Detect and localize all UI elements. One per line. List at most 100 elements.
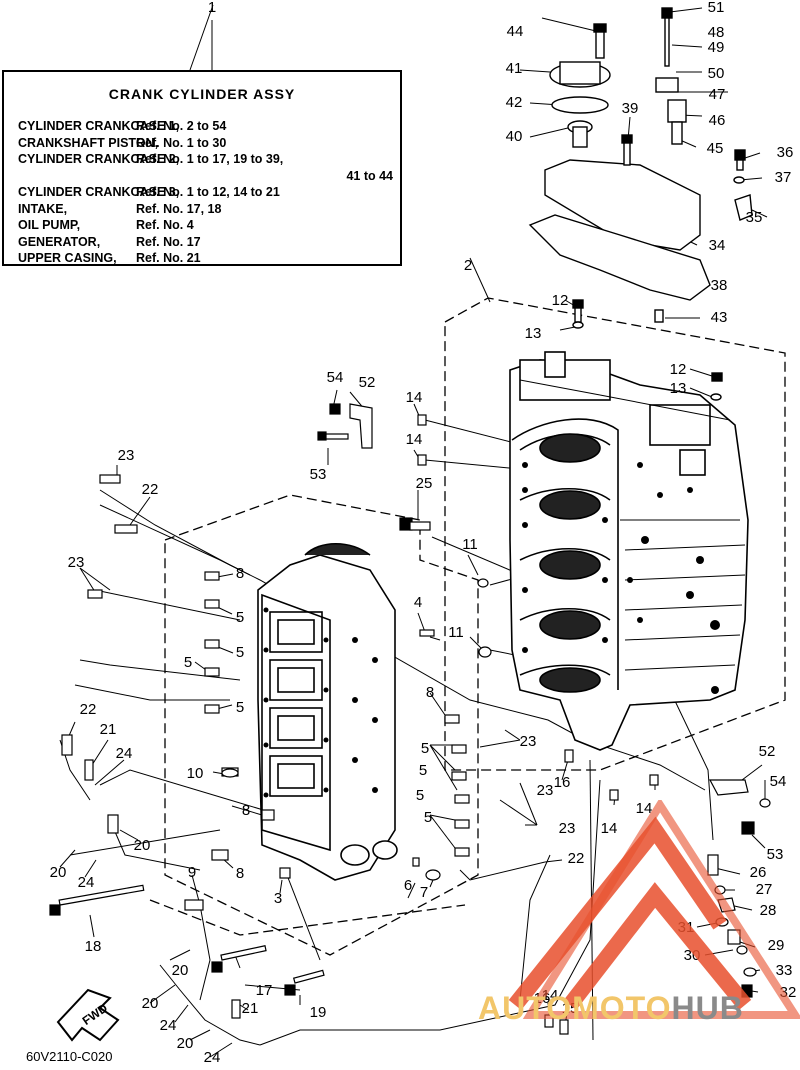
- callout-30: 30: [684, 947, 701, 964]
- ref-values: Ref. No. 2 to 54: [136, 119, 227, 133]
- callout-27: 27: [756, 881, 773, 898]
- callout-13: 13: [525, 325, 542, 342]
- fwd-arrow: FWD: [56, 988, 120, 1042]
- callout-5: 5: [424, 809, 432, 826]
- ref-row: CYLINDER CRANKCASE 3,Ref. No. 1 to 12, 1…: [18, 184, 403, 201]
- callout-23: 23: [537, 782, 554, 799]
- callout-16: 16: [554, 774, 571, 791]
- callout-9: 9: [188, 864, 196, 881]
- cylinder-group-outline: [149, 494, 479, 956]
- callout-5: 5: [236, 644, 244, 661]
- callout-14: 14: [406, 389, 423, 406]
- callout-20: 20: [134, 837, 151, 854]
- callout-18: 18: [85, 938, 102, 955]
- callout-23: 23: [520, 733, 537, 750]
- ref-row: UPPER CASING,Ref. No. 21: [18, 250, 403, 267]
- callout-5: 5: [236, 609, 244, 626]
- callout-11: 11: [462, 536, 478, 553]
- callout-41: 41: [506, 60, 523, 77]
- callout-24: 24: [204, 1049, 221, 1066]
- callout-20: 20: [177, 1035, 194, 1052]
- callout-34: 34: [709, 237, 726, 254]
- ref-label: OIL PUMP,: [18, 218, 81, 232]
- diagram-code: 60V2110-C020: [26, 1049, 113, 1064]
- upper-cover-parts: [528, 7, 753, 401]
- callout-40: 40: [506, 128, 523, 145]
- callout-5: 5: [236, 699, 244, 716]
- ref-label: CYLINDER CRANKCASE 1,: [18, 119, 180, 133]
- callout-47: 47: [709, 86, 726, 103]
- callout-49: 49: [708, 39, 725, 56]
- callout-25: 25: [416, 475, 433, 492]
- ref-row: CYLINDER CRANKCASE 1,Ref. No. 2 to 54: [18, 118, 403, 135]
- callout-36: 36: [777, 144, 794, 161]
- callout-4: 4: [414, 594, 422, 611]
- callout-5: 5: [184, 654, 192, 671]
- callout-50: 50: [708, 65, 725, 82]
- callout-28: 28: [760, 902, 777, 919]
- callout-3: 3: [274, 890, 282, 907]
- callout-8: 8: [426, 684, 434, 701]
- callout-12: 12: [552, 292, 569, 309]
- callout-52: 52: [359, 374, 376, 391]
- ref-values: Ref. No. 4: [136, 218, 194, 232]
- callout-45: 45: [707, 140, 724, 157]
- assembly-info-box: CRANK CYLINDER ASSY CYLINDER CRANKCASE 1…: [2, 70, 402, 266]
- callout-11: 11: [448, 624, 464, 641]
- ref-values: Ref. No. 1 to 12, 14 to 21: [136, 185, 280, 199]
- callout-44: 44: [507, 23, 524, 40]
- callout-52: 52: [759, 743, 776, 760]
- callout-20: 20: [142, 995, 159, 1012]
- callout-35: 35: [746, 209, 763, 226]
- callout-39: 39: [622, 100, 639, 117]
- assembly-ref-list: CYLINDER CRANKCASE 1,Ref. No. 2 to 54 CR…: [18, 118, 403, 267]
- callout-22: 22: [568, 850, 585, 867]
- callout-53: 53: [310, 466, 327, 483]
- callout-2: 2: [464, 257, 472, 274]
- callout-53: 53: [767, 846, 784, 863]
- callout-24: 24: [160, 1017, 177, 1034]
- ref-label: [18, 168, 136, 185]
- callout-14: 14: [636, 800, 653, 817]
- callout-29: 29: [768, 937, 785, 954]
- ref-row: GENERATOR,Ref. No. 17: [18, 234, 403, 251]
- callout-23: 23: [559, 820, 576, 837]
- callout-8: 8: [242, 802, 250, 819]
- callout-37: 37: [775, 169, 792, 186]
- callout-33: 33: [776, 962, 793, 979]
- callout-10: 10: [187, 765, 204, 782]
- callout-46: 46: [709, 112, 726, 129]
- ref-values: Ref. No. 17, 18: [136, 201, 222, 216]
- callout-24: 24: [78, 874, 95, 891]
- callout-5: 5: [416, 787, 424, 804]
- callout-5: 5: [421, 740, 429, 757]
- ref-values: Ref. No. 1 to 17, 19 to 39,: [136, 152, 284, 166]
- leader-lines: [59, 4, 768, 1058]
- callout-23: 23: [68, 554, 85, 571]
- callout-13: 13: [670, 380, 687, 397]
- callout-26: 26: [750, 864, 767, 881]
- callout-22: 22: [80, 701, 97, 718]
- ref-row: OIL PUMP, Ref. No. 4: [18, 217, 403, 234]
- ref-label: CYLINDER CRANKCASE 2,: [18, 152, 180, 166]
- ref-values: Ref. No. 17: [136, 234, 201, 249]
- callout-20: 20: [50, 864, 67, 881]
- callout-8: 8: [236, 565, 244, 582]
- watermark-text: AUTOMOTOHUB: [478, 990, 744, 1027]
- assembly-title: CRANK CYLINDER ASSY: [108, 86, 296, 102]
- callout-48: 48: [708, 24, 725, 41]
- callout-23: 23: [118, 447, 135, 464]
- callout-5: 5: [419, 762, 427, 779]
- callout-51: 51: [708, 0, 725, 16]
- ref-row: CYLINDER CRANKCASE 2,Ref. No. 1 to 17, 1…: [18, 151, 403, 168]
- callout-54: 54: [770, 773, 787, 790]
- crankcase-block: [509, 351, 749, 751]
- cylinder-block: [257, 543, 398, 881]
- callout-17: 17: [256, 982, 273, 999]
- callout-19: 19: [310, 1004, 327, 1021]
- callout-32: 32: [780, 984, 797, 1001]
- callout-42: 42: [506, 94, 523, 111]
- ref-values: 41 to 44: [346, 168, 393, 183]
- ref-label: CRANKSHAFT PISTON,: [18, 135, 159, 150]
